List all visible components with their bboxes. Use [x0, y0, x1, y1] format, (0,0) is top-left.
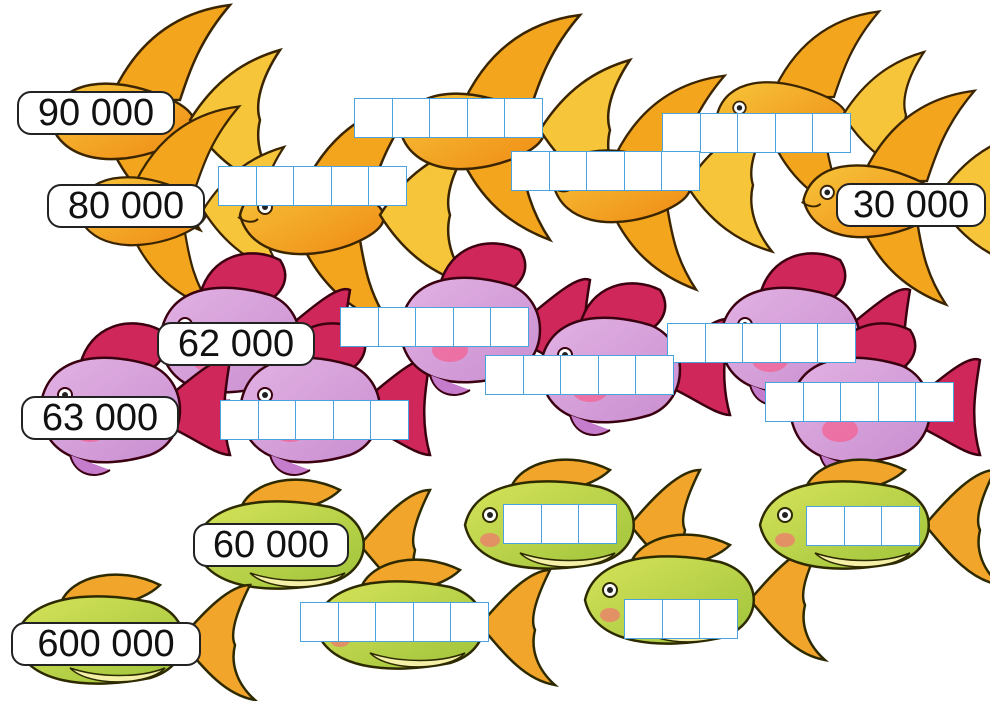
answer-boxes-pink-e[interactable] [220, 400, 409, 440]
answer-cell[interactable] [586, 151, 625, 191]
answer-cell[interactable] [490, 307, 529, 347]
answer-boxes-green-c[interactable] [624, 599, 738, 639]
answer-boxes-green-a[interactable] [503, 504, 617, 544]
answer-boxes-orange-c[interactable] [511, 151, 700, 191]
answer-cell[interactable] [375, 602, 414, 642]
answer-cell[interactable] [737, 113, 776, 153]
answer-cell[interactable] [412, 602, 452, 642]
answer-cell[interactable] [255, 166, 295, 206]
answer-cell[interactable] [377, 307, 417, 347]
answer-cell[interactable] [877, 382, 917, 422]
label-600000: 600 000 [11, 622, 201, 666]
answer-cell[interactable] [295, 400, 334, 440]
answer-cell[interactable] [218, 166, 257, 206]
answer-cell[interactable] [623, 151, 663, 191]
answer-boxes-green-d[interactable] [300, 602, 489, 642]
answer-cell[interactable] [704, 323, 744, 363]
answer-cell[interactable] [779, 323, 819, 363]
answer-cell[interactable] [368, 166, 407, 206]
answer-cell[interactable] [354, 98, 393, 138]
answer-cell[interactable] [511, 151, 550, 191]
answer-boxes-pink-b[interactable] [667, 323, 856, 363]
answer-cell[interactable] [699, 113, 739, 153]
answer-cell[interactable] [662, 113, 701, 153]
answer-cell[interactable] [257, 400, 297, 440]
answer-cell[interactable] [337, 602, 377, 642]
answer-cell[interactable] [661, 599, 701, 639]
answer-cell[interactable] [915, 382, 954, 422]
label-90000: 90 000 [17, 91, 175, 135]
label-30000: 30 000 [836, 183, 986, 227]
answer-cell[interactable] [635, 355, 674, 395]
answer-cell[interactable] [699, 599, 738, 639]
answer-cell[interactable] [466, 98, 506, 138]
answer-cell[interactable] [429, 98, 468, 138]
answer-cell[interactable] [661, 151, 700, 191]
answer-boxes-pink-a[interactable] [340, 307, 529, 347]
answer-cell[interactable] [370, 400, 409, 440]
answer-boxes-pink-c[interactable] [485, 355, 674, 395]
answer-cell[interactable] [330, 166, 370, 206]
answer-boxes-orange-a[interactable] [354, 98, 543, 138]
answer-cell[interactable] [765, 382, 804, 422]
answer-cell[interactable] [450, 602, 489, 642]
answer-cell[interactable] [624, 599, 663, 639]
answer-cell[interactable] [452, 307, 492, 347]
answer-cell[interactable] [485, 355, 524, 395]
answer-cell[interactable] [817, 323, 856, 363]
answer-cell[interactable] [548, 151, 588, 191]
answer-cell[interactable] [503, 504, 542, 544]
answer-cell[interactable] [840, 382, 879, 422]
answer-cell[interactable] [332, 400, 372, 440]
answer-cell[interactable] [597, 355, 637, 395]
answer-cell[interactable] [415, 307, 454, 347]
answer-boxes-pink-d[interactable] [765, 382, 954, 422]
answer-cell[interactable] [881, 506, 920, 546]
answer-cell[interactable] [220, 400, 259, 440]
answer-cell[interactable] [812, 113, 851, 153]
label-80000: 80 000 [47, 184, 205, 228]
answer-cell[interactable] [802, 382, 842, 422]
answer-cell[interactable] [806, 506, 845, 546]
answer-boxes-green-b[interactable] [806, 506, 920, 546]
answer-cell[interactable] [540, 504, 580, 544]
answer-cell[interactable] [742, 323, 781, 363]
answer-cell[interactable] [560, 355, 599, 395]
answer-cell[interactable] [293, 166, 332, 206]
answer-cell[interactable] [340, 307, 379, 347]
answer-cell[interactable] [522, 355, 562, 395]
label-63000: 63 000 [21, 396, 179, 440]
answer-cell[interactable] [843, 506, 883, 546]
answer-cell[interactable] [300, 602, 339, 642]
answer-cell[interactable] [578, 504, 617, 544]
answer-boxes-orange-b[interactable] [662, 113, 851, 153]
answer-cell[interactable] [774, 113, 814, 153]
label-60000: 60 000 [193, 523, 349, 567]
answer-boxes-orange-d[interactable] [218, 166, 407, 206]
answer-cell[interactable] [504, 98, 543, 138]
answer-cell[interactable] [391, 98, 431, 138]
label-62000: 62 000 [157, 322, 315, 366]
